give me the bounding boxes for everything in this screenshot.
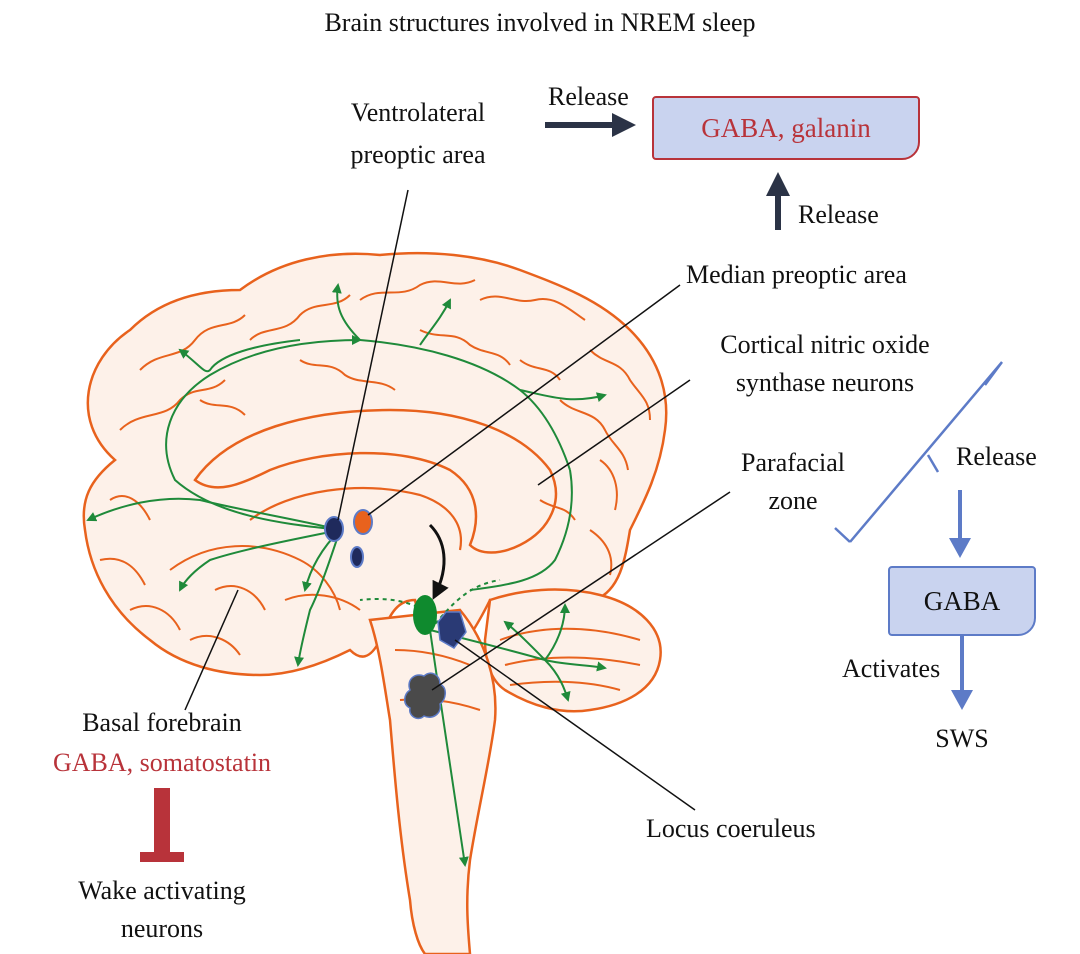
cortical-label-line2: synthase neurons <box>735 368 915 397</box>
parafacial-nucleus <box>413 595 437 635</box>
locus-coeruleus-label: Locus coeruleus <box>646 814 816 843</box>
release-side-label: Release <box>956 442 1037 471</box>
vlpo-label-line1: Ventrolateral <box>350 98 486 127</box>
parafacial-label-line2: zone <box>768 486 818 515</box>
wake-label-line1: Wake activating <box>78 876 246 905</box>
basal-forebrain-label: Basal forebrain <box>82 708 242 737</box>
release-right-label: Release <box>798 200 879 229</box>
activates-label: Activates <box>842 654 941 683</box>
small-dark-nucleus <box>350 546 364 568</box>
diagram-title: Brain structures involved in NREM sleep <box>324 8 756 37</box>
brain-cerebrum <box>82 251 668 677</box>
basal-chem-label: GABA, somatostatin <box>52 748 272 777</box>
median-preoptic-label: Median preoptic area <box>686 260 907 289</box>
gaba-galanin-box: GABA, galanin <box>652 96 920 160</box>
gaba-box-text: GABA <box>923 585 1001 616</box>
parafacial-label-line1: Parafacial <box>741 448 845 477</box>
wake-label-line2: neurons <box>120 914 204 943</box>
release-top-label: Release <box>548 82 629 111</box>
cortical-label-line1: Cortical nitric oxide <box>720 330 930 359</box>
brainstem-cluster <box>404 672 446 720</box>
vlpo-label-line2: preoptic area <box>350 140 486 169</box>
gaba-galanin-text: GABA, galanin <box>701 112 871 143</box>
gaba-box: GABA <box>888 566 1036 636</box>
median-preoptic-nucleus <box>353 509 373 535</box>
locus-coeruleus-nucleus <box>437 611 467 649</box>
sws-label: SWS <box>935 724 989 753</box>
brain-stem <box>368 608 497 954</box>
vlpo-nucleus <box>324 516 344 542</box>
